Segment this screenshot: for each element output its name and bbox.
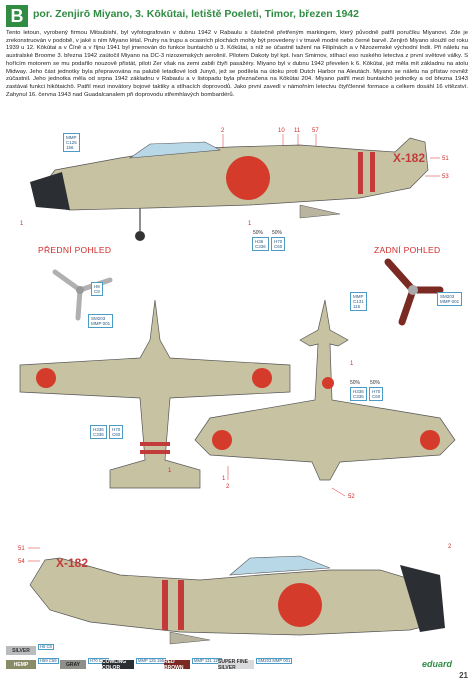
profile-badge: B [6, 5, 28, 27]
paint-box-8: H336 C336 [90, 425, 107, 439]
paint-box-11: H70 C60 [369, 387, 384, 401]
front-view-label: PŘEDNÍ POHLED [38, 245, 112, 255]
paint-box-10: H336 C336 [350, 387, 367, 401]
side-code-top: X-182 [393, 151, 425, 165]
callout-2b: 2 [226, 484, 230, 490]
paint-box-3: H70 C60 [271, 237, 286, 251]
header: B por. Zenjirō Miyano, 3. Kōkūtai, letiš… [0, 0, 474, 30]
legend-swatch-redbrown: RED BROWN [164, 659, 190, 671]
paint-code: MMP 001 [91, 321, 111, 326]
paint-box-5: SM203 MMP 001 [88, 314, 114, 328]
front-view-prop [52, 269, 113, 321]
paint-code: C60 [372, 394, 381, 399]
callout-2a: 2 [221, 128, 225, 134]
callout-52: 52 [348, 494, 355, 500]
callout-53: 53 [442, 174, 449, 180]
description-text: Tento letoun, vyrobený firmou Mitsubishi… [6, 30, 468, 98]
callout-1e: 1 [222, 476, 226, 482]
paint-code: H70 [274, 239, 283, 244]
paint-code: MMP [66, 135, 77, 140]
pct-label: 50% [350, 380, 361, 386]
color-legend: SILVER H8 C8 HEMP H59 C59 GRAY H70 C60 C… [6, 636, 336, 678]
aircraft-side-top [30, 137, 429, 241]
paint-code: C125 [66, 140, 77, 145]
callout-lines [28, 134, 440, 562]
paint-code: C336 [93, 432, 104, 437]
paint-box-4: H8 C8 [91, 282, 103, 296]
callout-51b: 51 [18, 546, 25, 552]
paint-code: SM203 [91, 316, 106, 321]
callout-1b: 1 [248, 221, 252, 227]
aircraft-bottom-view [194, 299, 456, 481]
legend-code-superfine: SM203 MMP 001 [256, 658, 293, 665]
paint-code: MMP 001 [440, 299, 460, 304]
paint-code: C60 [112, 432, 121, 437]
callout-54: 54 [18, 559, 25, 565]
legend-swatch-silver: SILVER [6, 646, 36, 655]
paint-box-9: H70 C60 [109, 425, 124, 439]
page-number: 21 [459, 671, 468, 680]
paint-code: 115 [353, 304, 361, 309]
paint-code: H36 [255, 239, 264, 244]
eduard-logo: eduard [421, 659, 452, 669]
paint-code: C131 [353, 299, 364, 304]
paint-code: H336 [93, 427, 104, 432]
page-title: por. Zenjirō Miyano, 3. Kōkūtai, letiště… [33, 8, 359, 20]
paint-code: C336 [255, 244, 266, 249]
callout-57: 57 [312, 128, 319, 134]
aircraft-top-view [19, 299, 291, 489]
callout-2c: 2 [448, 544, 452, 550]
legend-swatch-superfine: SUPER FINE SILVER [218, 659, 254, 671]
legend-code-silver: H8 C8 [38, 644, 54, 651]
paint-code: C8 [94, 289, 100, 294]
paint-code: H336 [353, 389, 364, 394]
legend-swatch-cowling: COWLING COLOR [102, 659, 134, 671]
callout-11: 11 [294, 128, 301, 134]
paint-code: 156 [66, 145, 74, 150]
paint-box-1: MMP C125 156 [63, 133, 80, 152]
paint-code: MMP [353, 294, 364, 299]
paint-box-7: SM203 MMP 001 [437, 292, 463, 306]
callout-1a: 1 [20, 221, 24, 227]
pct-label: 50% [272, 230, 283, 236]
callout-1d: 1 [168, 468, 172, 474]
rear-view-label: ZADNÍ POHLED [374, 245, 441, 255]
callout-10: 10 [278, 128, 285, 134]
paint-code: C60 [274, 244, 283, 249]
paint-code: C336 [353, 394, 364, 399]
callout-51a: 51 [442, 156, 449, 162]
legend-swatch-hemp: HEMP [6, 660, 36, 669]
paint-code: H8 [94, 284, 100, 289]
legend-code-cowling: MMP 125 156 [136, 658, 166, 665]
rear-view-prop [384, 258, 444, 326]
paint-box-2: H36 C336 [252, 237, 269, 251]
paint-code: H70 [372, 389, 381, 394]
paint-box-6: MMP C131 115 [350, 292, 367, 311]
aircraft-side-bottom [29, 555, 445, 645]
paint-code: H70 [112, 427, 121, 432]
callout-1c: 1 [350, 361, 354, 367]
paint-code: SM203 [440, 294, 455, 299]
pct-label: 50% [253, 230, 264, 236]
pct-label: 50% [370, 380, 381, 386]
legend-code-hemp: H59 C59 [38, 658, 59, 665]
legend-swatch-gray: GRAY [60, 660, 86, 669]
side-code-bottom: X-182 [56, 556, 88, 570]
